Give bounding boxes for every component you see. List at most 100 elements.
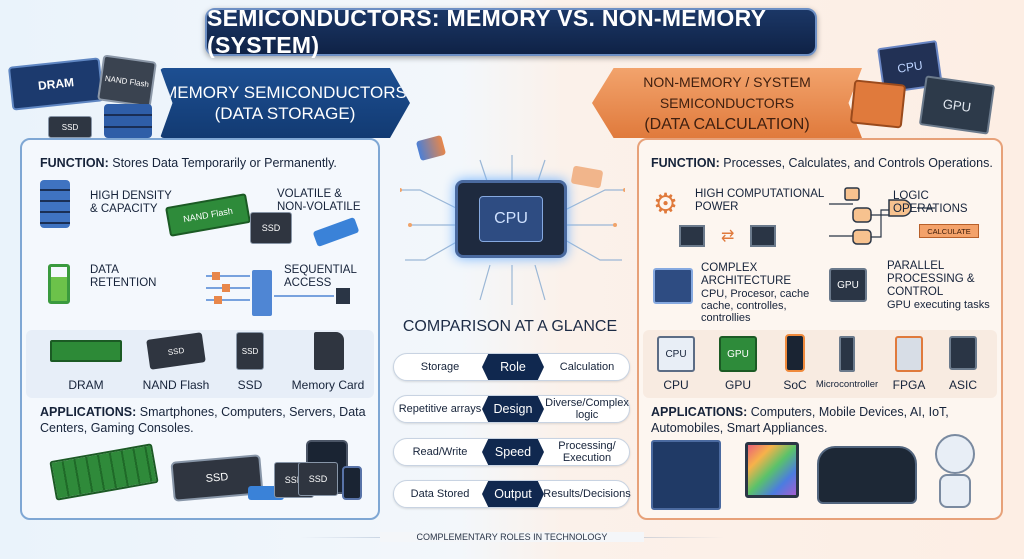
nonmemory-function-label: FUNCTION: xyxy=(651,156,720,170)
nonmemory-applications-label: APPLICATIONS: xyxy=(651,405,748,419)
comparison-right: Results/Decisions xyxy=(543,488,631,500)
comparison-label: Speed xyxy=(482,439,544,465)
nonmemory-devices-strip xyxy=(643,330,997,398)
nonmemory-header: NON-MEMORY / SYSTEM SEMICONDUCTORS (DATA… xyxy=(592,68,862,138)
feature-complex-architecture: COMPLEX ARCHITECTURE CPU, Procesor, cach… xyxy=(701,262,831,324)
nonmemory-applications: APPLICATIONS: Computers, Mobile Devices,… xyxy=(651,404,951,436)
calculate-label: CALCULATE xyxy=(927,226,971,236)
ssd-front-icon: SSD xyxy=(298,462,338,496)
feature-seq-line1: SEQUENTIAL xyxy=(284,264,357,276)
usb-drive-icon xyxy=(312,216,360,248)
footer-caption: COMPLEMENTARY ROLES IN TECHNOLOGY xyxy=(380,532,644,542)
memory-header-subtitle: (DATA STORAGE) xyxy=(214,104,356,123)
comparison-label: Design xyxy=(482,396,544,422)
memory-card-device-icon xyxy=(314,332,344,370)
comparison-row-output: Data Stored Output Results/Decisions xyxy=(393,477,631,511)
feature-volatile: VOLATILE & NON-VOLATILE xyxy=(277,188,361,214)
chip-to-chip-icon: ⇄ xyxy=(679,222,809,250)
memory-applications-label: APPLICATIONS: xyxy=(40,405,137,419)
memory-applications: APPLICATIONS: Smartphones, Computers, Se… xyxy=(40,404,370,436)
comparison-row-design: Repetitive arrays Design Diverse/Complex… xyxy=(393,392,630,426)
comparison-right: Calculation xyxy=(559,361,615,373)
comparison-label: Output xyxy=(482,481,544,507)
page-title: SEMICONDUCTORS: MEMORY VS. NON-MEMORY (S… xyxy=(205,5,817,58)
motherboard-icon xyxy=(651,440,721,510)
ram-sticks-icon xyxy=(49,443,159,501)
memory-applications-text: Smartphones, Computers, Servers, Data Ce… xyxy=(40,405,366,435)
device-label-soc: SoC xyxy=(783,378,807,392)
processor-chip-orange-icon xyxy=(849,79,907,129)
comparison-left: Data Stored xyxy=(410,488,470,500)
nand-device-icon-text: SSD xyxy=(167,345,185,357)
feature-volatile-line2: NON-VOLATILE xyxy=(277,201,361,213)
comparison-left: Read/Write xyxy=(412,446,468,458)
memory-panel: FUNCTION: Stores Data Temporarily or Per… xyxy=(20,138,380,520)
dram-module-icon: DRAM xyxy=(7,57,105,111)
comparison-left: Repetitive arrays xyxy=(398,403,482,415)
nonmemory-panel: FUNCTION: Processes, Calculates, and Con… xyxy=(637,138,1003,520)
ssd-device-icon: SSD xyxy=(236,332,264,370)
gears-icon: ⚙ xyxy=(653,188,679,219)
device-label-ssd: SSD xyxy=(237,378,263,392)
comparison-left: Storage xyxy=(420,361,460,373)
microcontroller-icon xyxy=(839,336,855,372)
gpu-chip-hero-icon: GPU xyxy=(918,75,996,135)
memory-header-title: MEMORY SEMICONDUCTORS xyxy=(163,83,407,102)
logic-gates-icon xyxy=(829,187,935,245)
device-label-memory-card: Memory Card xyxy=(291,378,365,392)
ssd-card-icon: SSD xyxy=(250,212,292,244)
calculate-tag: CALCULATE xyxy=(919,224,979,238)
nand-flash-stick-icon: NAND Flash xyxy=(165,193,251,237)
device-label-nand: NAND Flash xyxy=(142,378,210,392)
gpu-feature-chip-label: GPU xyxy=(837,279,859,291)
feature-arch-sub: CPU, Procesor, cache cache, controlles, … xyxy=(701,288,810,324)
feature-nand-art-label: NAND Flash xyxy=(182,205,234,225)
app-ssd-label: SSD xyxy=(205,471,229,485)
feature-data-retention: DATA RETENTION xyxy=(90,264,156,290)
memory-header: MEMORY SEMICONDUCTORS (DATA STORAGE) xyxy=(160,68,410,138)
comparison-label: Role xyxy=(482,354,544,380)
ssd-hero-label: SSD xyxy=(61,122,79,132)
device-label-asic: ASIC xyxy=(948,378,977,392)
memory-function-label: FUNCTION: xyxy=(40,156,109,170)
ssd-device-icon-text: SSD xyxy=(241,346,259,356)
dram-hero-label: DRAM xyxy=(37,75,75,93)
ssd-small-icon: SSD xyxy=(48,116,92,138)
memory-function: FUNCTION: Stores Data Temporarily or Per… xyxy=(40,156,370,170)
nand-flash-chip-icon: NAND Flash xyxy=(97,54,157,108)
feature-arch-line2: ARCHITECTURE xyxy=(701,275,792,287)
device-label-fpga: FPGA xyxy=(892,378,926,392)
comparison-row-speed: Read/Write Speed Processing/ Execution xyxy=(393,435,630,469)
memory-function-text: Stores Data Temporarily or Permanently. xyxy=(112,156,337,170)
feature-parallel-line1: PARALLEL xyxy=(887,260,945,272)
server-stack-icon xyxy=(40,180,70,228)
circuit-traces-icon xyxy=(400,155,625,305)
comparison-right: Diverse/Complex logic xyxy=(545,397,629,421)
center-cpu-chip-icon: CPU xyxy=(455,180,567,258)
device-label-gpu: GPU xyxy=(724,378,751,392)
robot-body-icon xyxy=(939,474,971,508)
cpu-hero-label: CPU xyxy=(896,58,924,76)
feature-logic-operations: LOGIC OPERATIONS xyxy=(893,190,1001,216)
feature-parallel-sub: GPU executing tasks xyxy=(887,299,990,311)
nonmemory-function: FUNCTION: Processes, Calculates, and Con… xyxy=(651,156,996,170)
nand-hero-label: NAND Flash xyxy=(104,73,150,89)
feature-ssd-label: SSD xyxy=(261,223,281,233)
center-cpu-label: CPU xyxy=(494,210,528,227)
feature-parallel-line2: PROCESSING & CONTROL xyxy=(887,273,975,298)
architecture-chip-icon xyxy=(653,268,693,304)
dram-device-icon xyxy=(50,340,122,362)
app-ssd2-label: SSD xyxy=(284,475,304,485)
feature-retention-line2: RETENTION xyxy=(90,277,157,289)
phone-icon xyxy=(342,466,362,500)
asic-icon xyxy=(949,336,977,370)
feature-high-density: HIGH DENSITY & CAPACITY xyxy=(90,190,172,216)
app-ssd3-label: SSD xyxy=(308,474,328,484)
gpu-feature-chip-icon: GPU xyxy=(829,268,867,302)
comparison-right: Processing/ Execution xyxy=(558,440,616,464)
device-label-microcontroller: Microcontroller xyxy=(815,379,879,390)
car-dashboard-icon xyxy=(817,446,917,504)
device-label-cpu: CPU xyxy=(663,378,689,392)
sequential-access-icon xyxy=(206,270,350,316)
feature-logic-line1: LOGIC OPERATIONS xyxy=(893,190,968,215)
